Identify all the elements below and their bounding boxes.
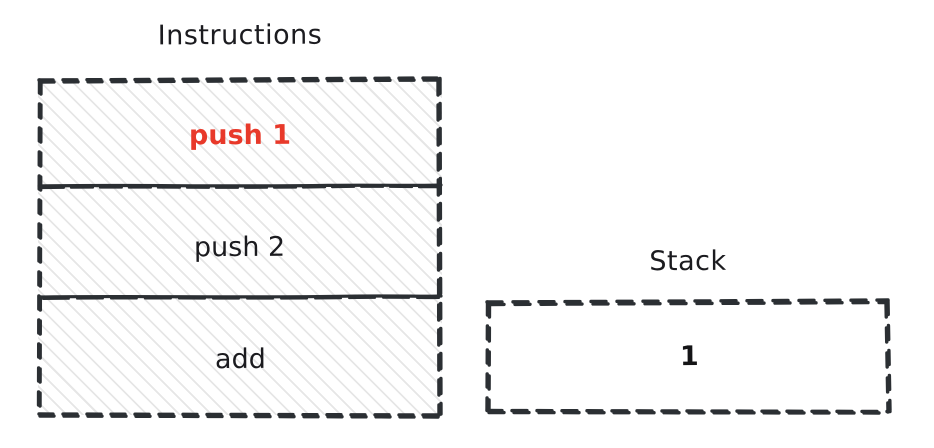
stack-cell[interactable]: 1 — [486, 301, 892, 412]
stack-cell-value: 1 — [679, 340, 699, 373]
instructions-title: Instructions — [157, 19, 323, 52]
instruction-label-push-2: push 2 — [194, 231, 286, 263]
instruction-row-list: push 1 push 2 add — [38, 79, 442, 415]
instruction-label-add: add — [214, 343, 266, 375]
instruction-row[interactable]: push 1 — [38, 79, 442, 191]
stack-title: Stack — [649, 245, 727, 278]
instruction-row[interactable]: push 2 — [38, 191, 442, 303]
stack-cell-list: 1 — [486, 301, 892, 412]
instruction-label-push-1: push 1 — [188, 119, 292, 151]
instruction-row[interactable]: add — [38, 303, 442, 415]
instructions-box: push 1 push 2 add — [36, 76, 443, 419]
stack-box: 1 — [485, 298, 892, 415]
